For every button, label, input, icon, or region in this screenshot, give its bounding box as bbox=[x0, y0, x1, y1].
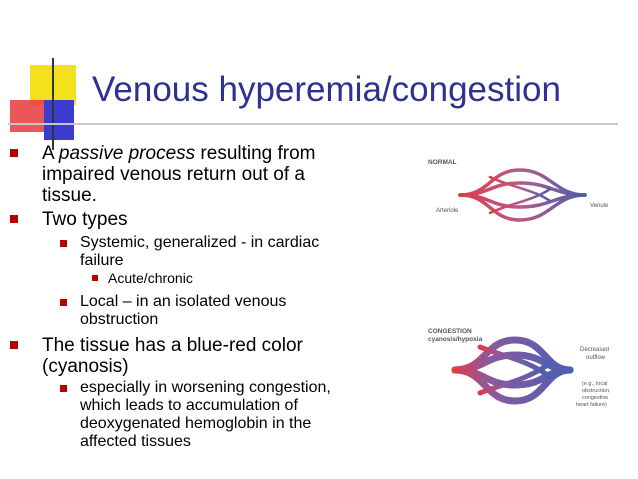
bullet-2a-line-1: Systemic, generalized - in cardiac bbox=[80, 234, 320, 251]
bullet-marker bbox=[10, 149, 18, 157]
congestion-capillary-diagram: CONGESTION cyanosis/hypoxia Decreased ou… bbox=[421, 328, 611, 408]
bullet-3a-line-2: which leads to accumulation of bbox=[80, 397, 298, 414]
sub-bullet-marker bbox=[60, 240, 67, 247]
bullet-2b-line-1: Local – in an isolated venous bbox=[80, 293, 287, 310]
bullet-1-line-3: tissue. bbox=[42, 185, 97, 206]
bullet-marker bbox=[10, 341, 18, 349]
slide-title: Venous hyperemia/congestion bbox=[92, 70, 561, 109]
congestion-note-4: heart failure) bbox=[576, 402, 607, 408]
sub-bullet-marker bbox=[60, 385, 67, 392]
bullet-1-post: resulting from bbox=[195, 143, 316, 164]
congestion-note-1: (e.g., local bbox=[582, 381, 607, 387]
bullet-marker bbox=[10, 215, 18, 223]
bullet-2b-line-2: obstruction bbox=[80, 311, 159, 328]
decor-blue-square bbox=[44, 100, 74, 140]
bullet-3a-line-1: especially in worsening congestion, bbox=[80, 379, 331, 396]
bullet-1-italic: passive process bbox=[58, 143, 196, 164]
bullet-3a-line-4: affected tissues bbox=[80, 433, 191, 450]
sub-bullet-marker bbox=[60, 299, 67, 306]
sub-sub-bullet-marker bbox=[92, 275, 98, 281]
congestion-note-3: congestive bbox=[582, 395, 608, 401]
normal-capillary-diagram: NORMAL Arteriole Venule bbox=[421, 159, 625, 222]
decor-red-square bbox=[10, 100, 48, 132]
bullet-3-line-2: (cyanosis) bbox=[42, 356, 129, 377]
bullet-2a-i: Acute/chronic bbox=[108, 270, 193, 286]
congestion-note-2: obstruction, bbox=[582, 388, 611, 394]
bullet-2: Two types bbox=[42, 209, 128, 230]
bullet-1-pre: A bbox=[42, 143, 59, 164]
bullet-3a-line-3: deoxygenated hemoglobin in the bbox=[80, 415, 312, 432]
congestion-subheading: cyanosis/hypoxia bbox=[428, 336, 483, 343]
bullet-2a-line-2: failure bbox=[80, 252, 124, 269]
congestion-heading: CONGESTION bbox=[428, 328, 472, 335]
normal-vessels bbox=[421, 168, 625, 222]
normal-left-label: Arteriole bbox=[436, 208, 459, 214]
normal-right-label: Venule bbox=[590, 203, 609, 209]
title-rule bbox=[8, 123, 618, 125]
congestion-vessels bbox=[421, 336, 593, 405]
bullet-3-line-1: The tissue has a blue-red color bbox=[42, 335, 303, 356]
congestion-right-label-1: Decreased bbox=[580, 347, 609, 353]
normal-heading: NORMAL bbox=[428, 159, 457, 166]
bullet-1-line-2: impaired venous return out of a bbox=[42, 164, 305, 185]
bullet-1-line-1: A passive process resulting from bbox=[42, 143, 316, 164]
decor-vertical-line bbox=[52, 58, 54, 150]
congestion-right-label-2: outflow bbox=[586, 355, 606, 361]
